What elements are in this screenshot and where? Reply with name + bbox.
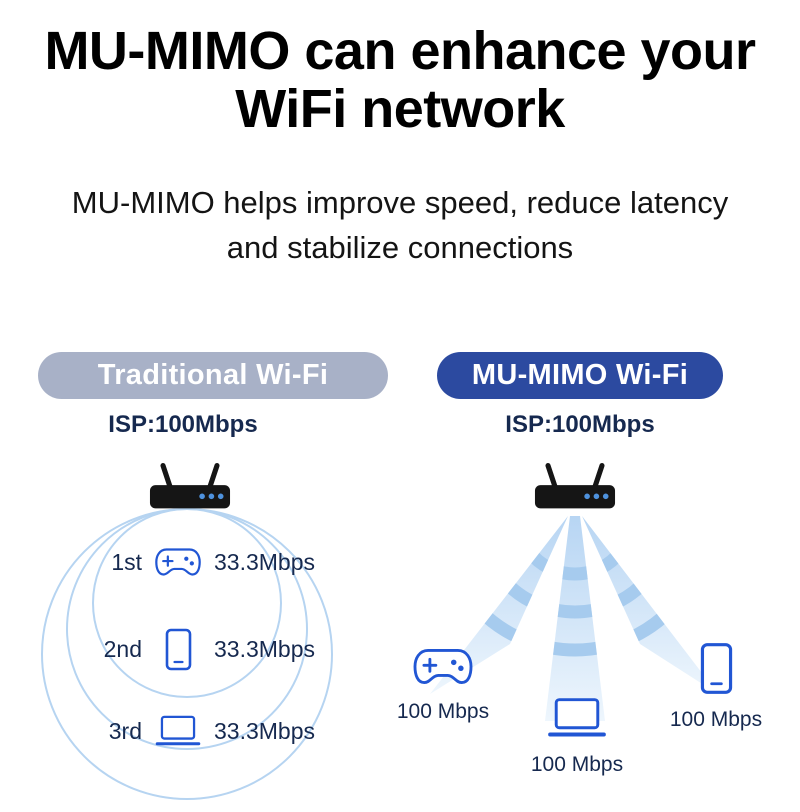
page-title: MU-MIMO can enhance your WiFi network xyxy=(0,22,800,139)
laptop-icon xyxy=(151,714,205,748)
wifi-beams xyxy=(430,516,718,721)
router-icon xyxy=(534,463,616,509)
mumimo-device-gamepad: 100 Mbps xyxy=(388,646,498,724)
subtitle-line1: MU-MIMO helps improve speed, reduce late… xyxy=(71,185,729,220)
gamepad-icon xyxy=(151,546,205,578)
coverage-circles xyxy=(41,508,333,800)
device-row-1: 1st 33.3Mbps xyxy=(100,546,315,578)
device-speed: 100 Mbps xyxy=(669,708,763,731)
device-speed: 33.3Mbps xyxy=(214,548,316,575)
device-row-3: 3rd 33.3Mbps xyxy=(100,714,315,748)
traditional-isp-label: ISP:100Mbps xyxy=(108,411,258,438)
device-order: 3rd xyxy=(108,717,142,744)
device-row-2: 2nd 33.3Mbps xyxy=(100,628,315,671)
device-order: 1st xyxy=(111,548,142,575)
device-speed: 100 Mbps xyxy=(396,700,490,723)
mumimo-device-phone: 100 Mbps xyxy=(661,642,771,732)
title-line2: WiFi network xyxy=(235,79,565,140)
device-order: 2nd xyxy=(103,636,142,662)
page-subtitle: MU-MIMO helps improve speed, reduce late… xyxy=(0,181,800,271)
mumimo-device-laptop: 100 Mbps xyxy=(522,696,632,777)
title-line1: MU-MIMO can enhance your xyxy=(44,21,756,81)
traditional-wifi-badge: Traditional Wi-Fi xyxy=(38,352,388,399)
mumimo-isp-label: ISP:100Mbps xyxy=(505,411,655,438)
router-icon xyxy=(149,463,231,509)
device-speed: 33.3Mbps xyxy=(214,717,316,744)
subtitle-line2: and stabilize connections xyxy=(226,229,574,265)
gamepad-icon xyxy=(412,646,474,693)
device-speed: 100 Mbps xyxy=(530,753,624,776)
phone-icon xyxy=(700,642,733,701)
phone-icon xyxy=(151,628,205,671)
laptop-icon xyxy=(545,696,609,746)
mumimo-wifi-badge: MU-MIMO Wi-Fi xyxy=(437,352,723,399)
device-speed: 33.3Mbps xyxy=(214,636,316,662)
